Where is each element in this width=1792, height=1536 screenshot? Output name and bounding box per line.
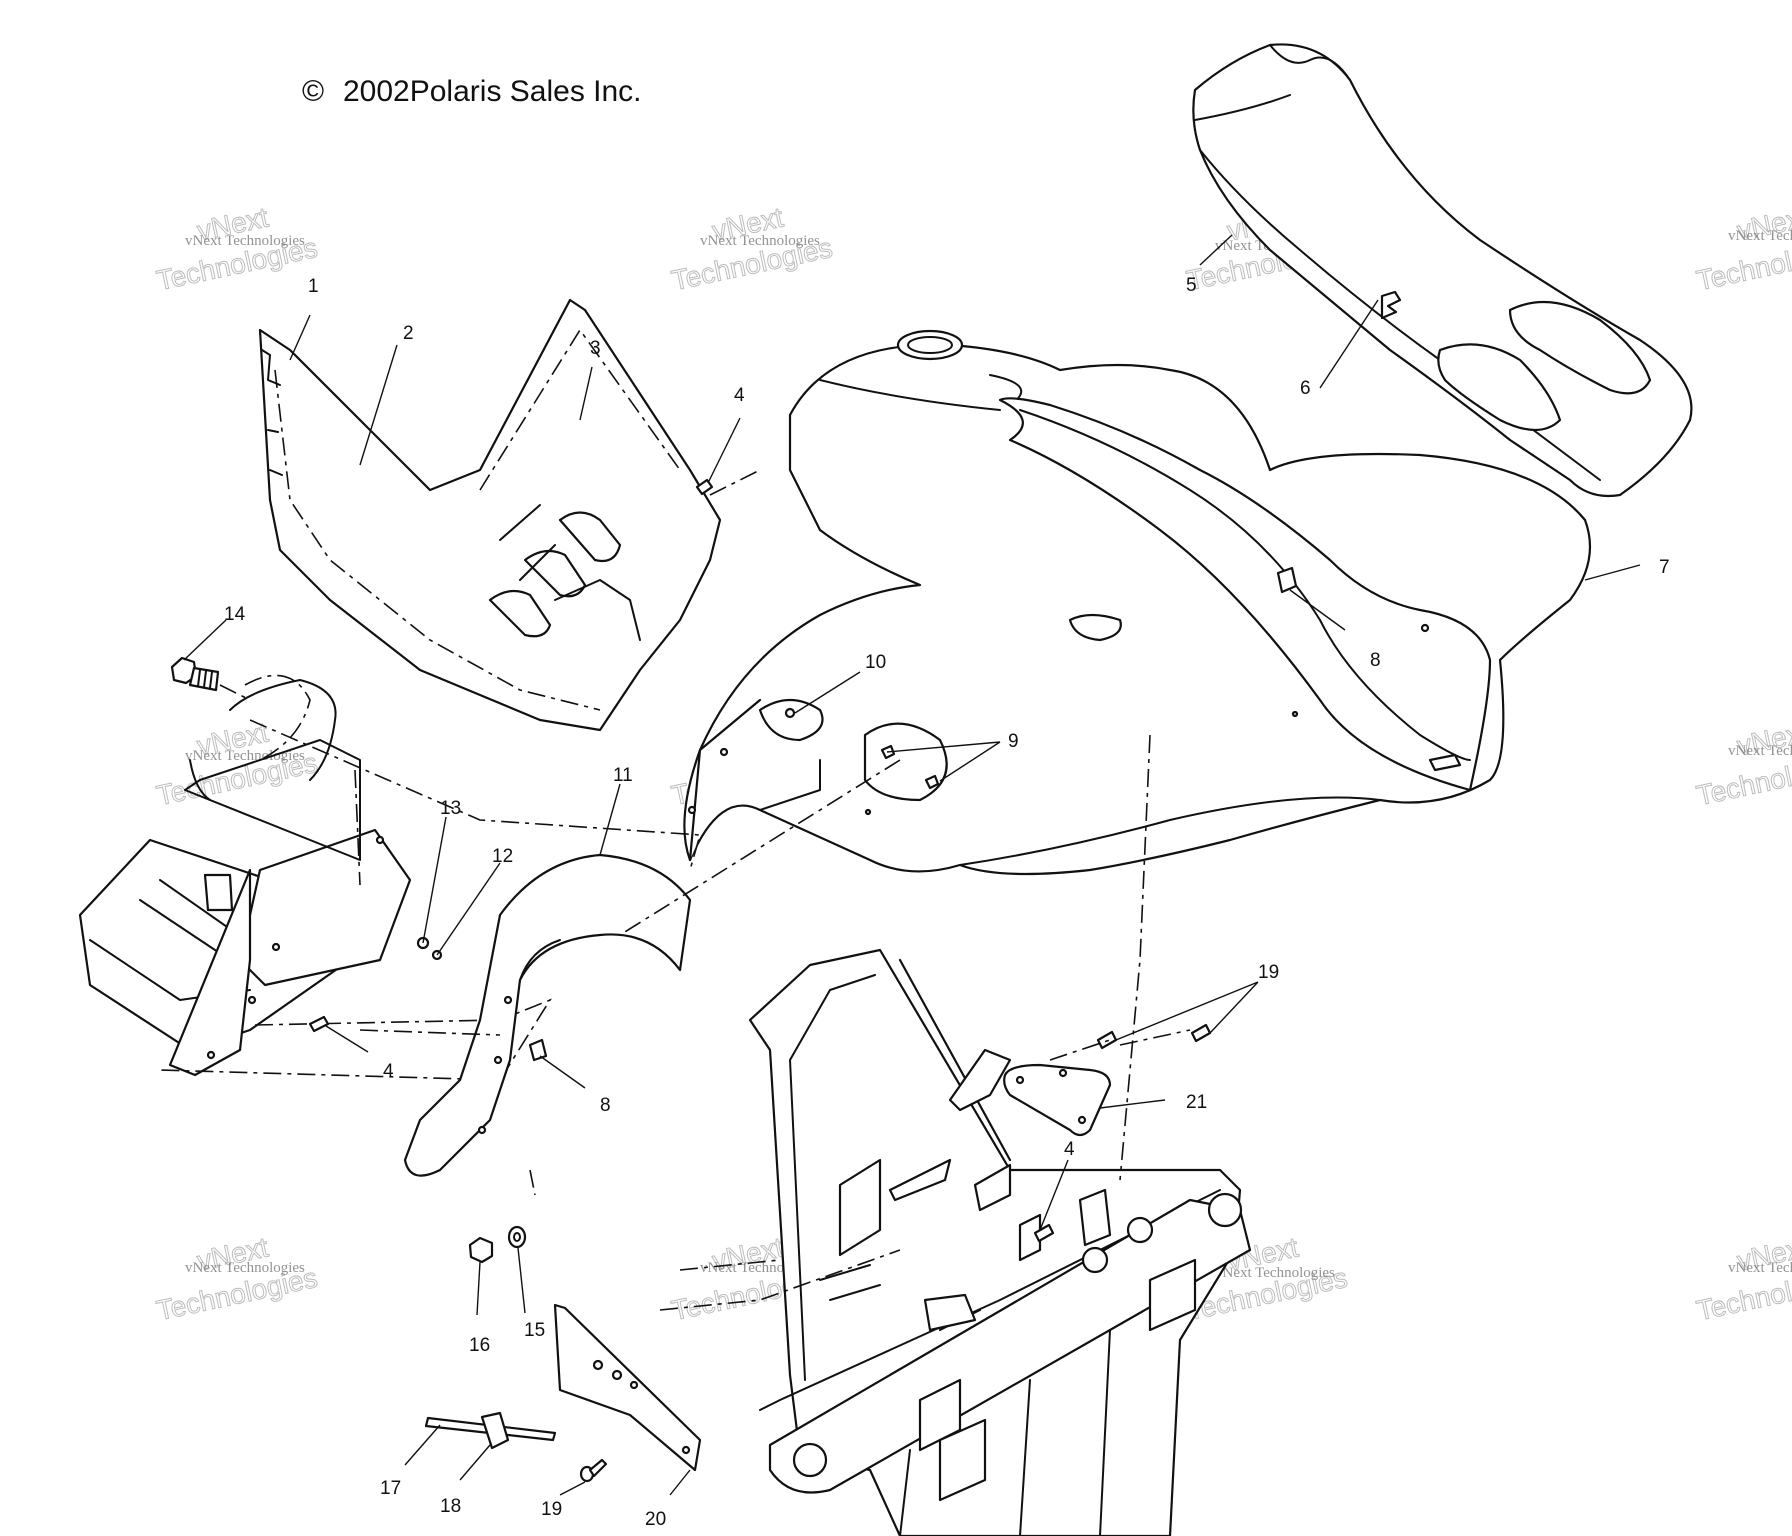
speed-nut-icon <box>528 1038 548 1062</box>
callout-label: 9 <box>1008 731 1019 752</box>
chassis-frame <box>659 948 1252 1536</box>
screw-icon <box>1033 1223 1055 1243</box>
front-rack-cover <box>1192 43 1693 498</box>
nut-icon <box>468 1236 494 1264</box>
front-fender-assembly <box>683 329 1592 876</box>
footrest-assembly <box>78 674 552 1081</box>
callout-label: 1 <box>308 276 319 297</box>
callout-label: 4 <box>1064 1139 1075 1160</box>
front-fender <box>683 343 1592 876</box>
frame-hole-icon <box>1081 1246 1109 1274</box>
bolt-14 <box>170 656 251 701</box>
callout-label: 14 <box>224 604 246 625</box>
copyright-notice: © 2002Polaris Sales Inc. <box>302 75 642 108</box>
screw-icon <box>1190 1023 1212 1043</box>
nut-icon <box>924 774 940 790</box>
callout-label: 2 <box>403 323 414 344</box>
footwell-slot-icon <box>558 511 622 563</box>
washer-icon <box>507 1225 527 1249</box>
watermark-text: vNext Technologies <box>1215 1265 1335 1281</box>
footwell-panels <box>258 298 722 732</box>
watermark-text: vNext Technologies <box>1728 743 1792 759</box>
fender-inner-panel <box>998 397 1492 792</box>
fender-flare <box>403 853 692 1177</box>
watermark-edge-top: vNext Technologies <box>1693 201 1792 297</box>
watermark-text: vNext Technologies <box>1728 228 1792 244</box>
callout-label: 21 <box>1186 1092 1207 1113</box>
clip-icon <box>1380 290 1402 320</box>
copyright-symbol: © <box>302 75 324 108</box>
side-panel <box>168 868 252 1077</box>
mounting-bracket <box>1003 1063 1112 1137</box>
screw-icon <box>695 478 714 496</box>
fuel-cap-opening-icon <box>896 329 964 361</box>
screw-icon <box>784 707 796 719</box>
rack-grip-icon <box>1508 300 1652 395</box>
frame-hole-icon <box>792 1442 828 1478</box>
clip-icon <box>480 1411 510 1450</box>
callout-numbers: 1 2 3 4 5 6 7 8 9 10 11 12 13 14 4 8 19 … <box>224 275 1670 1530</box>
callout-label: 8 <box>1370 650 1381 671</box>
copyright-text: 2002Polaris Sales Inc. <box>343 75 642 108</box>
callout-label: 4 <box>734 385 745 406</box>
flare <box>403 853 692 1177</box>
watermark-text: vNext Technologies <box>700 233 820 249</box>
callout-label: 3 <box>590 338 601 359</box>
screw-icon <box>308 1015 330 1033</box>
rack-grip-icon <box>1437 343 1562 431</box>
fender-rib-icon <box>758 699 824 742</box>
callout-label: 17 <box>380 1478 401 1499</box>
rack-cover <box>1192 43 1693 498</box>
watermark-text: vNext Technologies <box>185 1260 305 1276</box>
footwell-slot-icon <box>488 589 552 638</box>
callout-label: 11 <box>613 765 633 786</box>
splash-panel <box>553 1303 702 1472</box>
fender-slot-icon <box>1068 613 1122 642</box>
frame-hole-icon <box>1207 1192 1243 1228</box>
callout-label: 4 <box>383 1061 394 1082</box>
callout-label: 15 <box>524 1320 545 1341</box>
frame-hole-icon <box>1126 1216 1154 1244</box>
screw-icon <box>1096 1030 1118 1050</box>
callout-label: 20 <box>645 1509 666 1530</box>
callout-label: 12 <box>492 846 513 867</box>
assembly-lines <box>249 469 1191 1196</box>
watermark-text: vNext Technologies <box>1728 1260 1792 1276</box>
footwell-panel <box>258 298 722 732</box>
callout-label: 18 <box>440 1496 461 1517</box>
leader-lines <box>183 234 1641 1496</box>
callout-label: 10 <box>865 652 886 673</box>
callout-label: 6 <box>1300 378 1311 399</box>
footwell-slot-icon <box>523 549 587 598</box>
callout-label: 13 <box>440 798 461 819</box>
callout-label: 7 <box>1659 557 1670 578</box>
heel-guard <box>238 828 412 987</box>
speed-nut-icon <box>1276 566 1298 594</box>
callout-label: 8 <box>600 1095 611 1116</box>
watermark-text: vNext Technologies <box>185 233 305 249</box>
callout-label: 19 <box>541 1499 562 1520</box>
callout-label: 5 <box>1186 275 1197 296</box>
fender-rib-icon <box>863 722 948 802</box>
callout-label: 16 <box>469 1335 490 1356</box>
callout-label: 19 <box>1258 962 1279 983</box>
watermark-edge-mid: vNext Technologies <box>1693 716 1792 812</box>
